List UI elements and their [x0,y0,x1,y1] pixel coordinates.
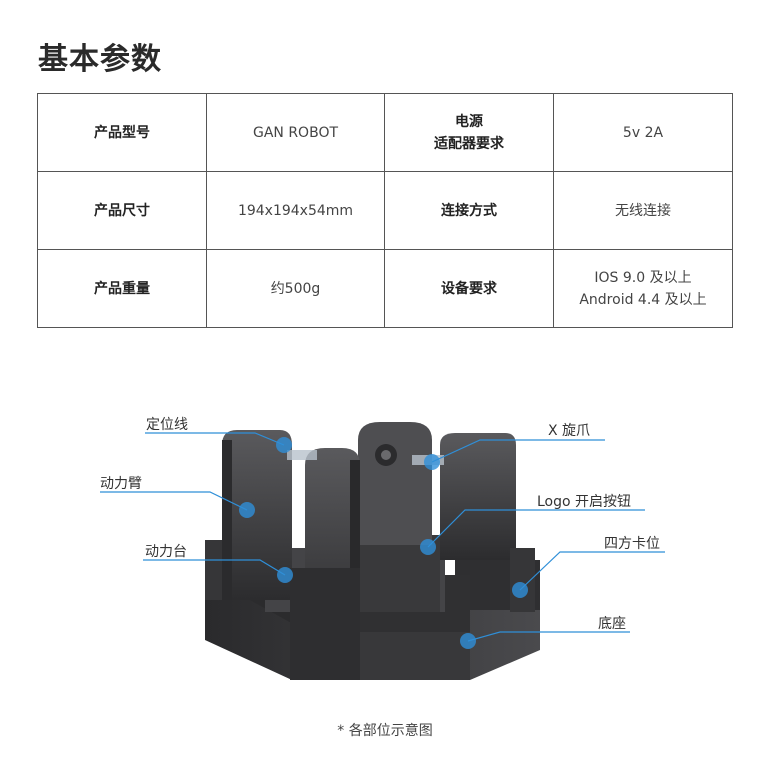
table-row: 产品型号 GAN ROBOT 电源 适配器要求 5v 2A [37,93,733,172]
spec-value-model: GAN ROBOT [206,93,385,172]
left-arm [222,430,292,600]
corner-slots [205,540,535,680]
spec-value-size: 194x194x54mm [206,171,385,250]
spec-value-device: IOS 9.0 及以上 Android 4.4 及以上 [553,249,733,328]
spec-key-power-line2: 适配器要求 [434,135,504,152]
label-power-arm: 动力臂 [100,476,142,492]
spec-value-power: 5v 2A [553,93,733,172]
spec-table: 产品型号 GAN ROBOT 电源 适配器要求 5v 2A 产品尺寸 194x1… [37,93,733,328]
spec-key-model: 产品型号 [37,93,207,172]
spec-key-weight: 产品重量 [37,249,207,328]
page-title: 基本参数 [38,42,162,77]
leader-lines [100,432,665,642]
spec-value-device-android: Android 4.4 及以上 [579,291,707,308]
spec-value-device-ios: IOS 9.0 及以上 [594,269,692,286]
spec-value-weight: 约500g [206,249,385,328]
spec-key-connection: 连接方式 [384,171,554,250]
spec-key-power: 电源 适配器要求 [384,93,554,172]
label-x-gripper: X 旋爪 [548,423,591,439]
diagram-caption: * 各部位示意图 [337,723,433,739]
label-positioning-line: 定位线 [146,417,188,433]
spec-key-size: 产品尺寸 [37,171,207,250]
spec-key-device: 设备要求 [384,249,554,328]
center-post [358,422,432,545]
table-row: 产品尺寸 194x194x54mm 连接方式 无线连接 [37,171,733,250]
label-base: 底座 [598,616,626,632]
label-four-slots: 四方卡位 [604,536,660,552]
label-logo-button: Logo 开启按钮 [537,494,632,510]
spec-key-power-line1: 电源 [455,113,483,130]
table-row: 产品重量 约500g 设备要求 IOS 9.0 及以上 Android 4.4 … [37,249,733,328]
right-arm [440,433,516,560]
label-power-base: 动力台 [145,544,187,560]
